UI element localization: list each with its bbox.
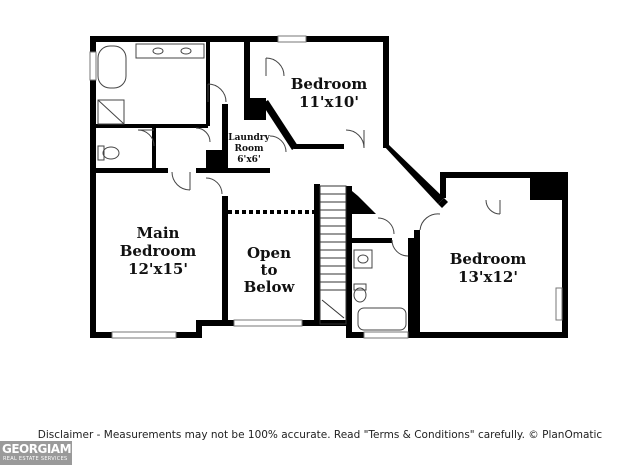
wall-stair-cap <box>346 186 376 214</box>
window-left-bath <box>89 51 97 81</box>
room-label-laundry-line2: Room <box>234 144 263 154</box>
door-swing-bath-1 <box>207 83 227 103</box>
window-hall-bath <box>363 331 409 339</box>
door-swing-hall <box>345 129 365 149</box>
sink-right <box>180 47 192 55</box>
door-swing-hall-bath <box>391 239 409 257</box>
stair-treads <box>320 193 346 291</box>
windows <box>89 35 563 339</box>
room-size-bedroom-top: 11'x10' <box>299 93 359 111</box>
disclaimer-text: Disclaimer - Measurements may not be 100… <box>37 429 603 441</box>
wall-bottom-step-right <box>346 320 352 338</box>
stair-outline <box>319 185 347 325</box>
wall-left <box>90 36 96 338</box>
door-swing-bath-2 <box>137 129 155 147</box>
staircase <box>319 185 347 325</box>
door-swing-closet-right <box>485 199 501 215</box>
hall-sink-basin <box>357 254 369 264</box>
hall-tub <box>357 307 407 331</box>
wall-diagonal-left <box>262 100 298 150</box>
wall-top-bedroom <box>248 36 388 42</box>
window-open-below <box>233 319 303 327</box>
room-size-laundry: 6'x6' <box>237 155 260 165</box>
wall-open-right <box>314 184 320 324</box>
room-label-open-line2: to <box>261 261 278 279</box>
room-label-open-line3: Below <box>244 278 296 296</box>
wall-laundry-left <box>222 104 228 172</box>
wall-bath-right <box>244 36 250 102</box>
stair-break <box>321 299 345 319</box>
floor-plan: Bedroom 11'x10' Laundry Room 6'x6' Main … <box>89 35 568 339</box>
shower-x1 <box>97 99 125 125</box>
room-size-bedroom-right: 13'x12' <box>458 268 518 286</box>
room-label-bedroom-top: Bedroom <box>291 75 368 93</box>
wall-bedroom-right-diag <box>438 198 448 208</box>
shower <box>97 99 125 125</box>
door-swing-bedroom-top <box>265 57 285 77</box>
door-swing-main <box>171 171 191 191</box>
room-size-main: 12'x15' <box>128 260 188 278</box>
wall-stair-right <box>346 186 352 326</box>
wall-top-left <box>90 36 248 42</box>
toilet-tank <box>97 145 105 161</box>
window-main-bedroom <box>111 331 177 339</box>
logo-tagline-text: REAL ESTATE SERVICES <box>3 456 68 462</box>
room-label-main-line2: Bedroom <box>120 242 197 260</box>
wall-hallbath-right <box>408 238 414 338</box>
toilet-bowl <box>102 146 120 160</box>
georgia-mls-logo: GEORGIAMLS REAL ESTATE SERVICES <box>0 441 87 465</box>
room-labels: Bedroom 11'x10' Laundry Room 6'x6' Main … <box>120 75 527 296</box>
wall-bedroom-right-left <box>414 230 420 338</box>
hall-toilet-tank <box>353 283 367 291</box>
wall-main-right <box>222 196 228 326</box>
wall-bottom-right <box>346 332 568 338</box>
window-top-bedroom <box>277 35 307 43</box>
hall-sink <box>353 249 373 269</box>
wall-right-closet-block <box>530 172 562 200</box>
wall-bedroom-right <box>383 36 389 148</box>
door-swing-laundry <box>269 135 287 153</box>
room-label-laundry-line1: Laundry <box>228 133 270 143</box>
wall-right <box>562 172 568 338</box>
wall-hallbath-top <box>352 238 392 243</box>
wall-closet-block <box>244 98 266 120</box>
wall-laundry-block <box>206 150 228 172</box>
logo-brand-text: GEORGIAMLS <box>2 442 87 456</box>
sink-left <box>152 47 164 55</box>
wall-right-top <box>440 172 568 178</box>
room-label-open-line1: Open <box>247 244 291 262</box>
door-swing-main-2 <box>205 177 223 195</box>
wall-laundry-bottom <box>222 168 270 173</box>
door-swing-stair-closet <box>377 217 395 235</box>
wall-main-top <box>96 168 168 173</box>
bathtub <box>97 45 127 89</box>
wall-right-closet-top <box>440 172 446 198</box>
wall-main-top-2 <box>196 168 224 173</box>
wall-diagonal-right <box>383 145 444 204</box>
door-swing-bedroom-right <box>419 213 441 231</box>
wall-bedroom-bottom <box>294 144 344 149</box>
fixtures <box>97 43 407 331</box>
vanity-counter <box>135 43 205 59</box>
hall-toilet-bowl <box>353 287 367 303</box>
wall-bottom-step <box>196 320 202 338</box>
window-right-bedroom <box>555 287 563 321</box>
wall-bath-vert <box>152 124 156 172</box>
room-label-bedroom-right: Bedroom <box>450 250 527 268</box>
room-label-main-line1: Main <box>137 224 180 242</box>
door-swing-bath-3 <box>195 127 211 143</box>
doors <box>137 57 501 257</box>
